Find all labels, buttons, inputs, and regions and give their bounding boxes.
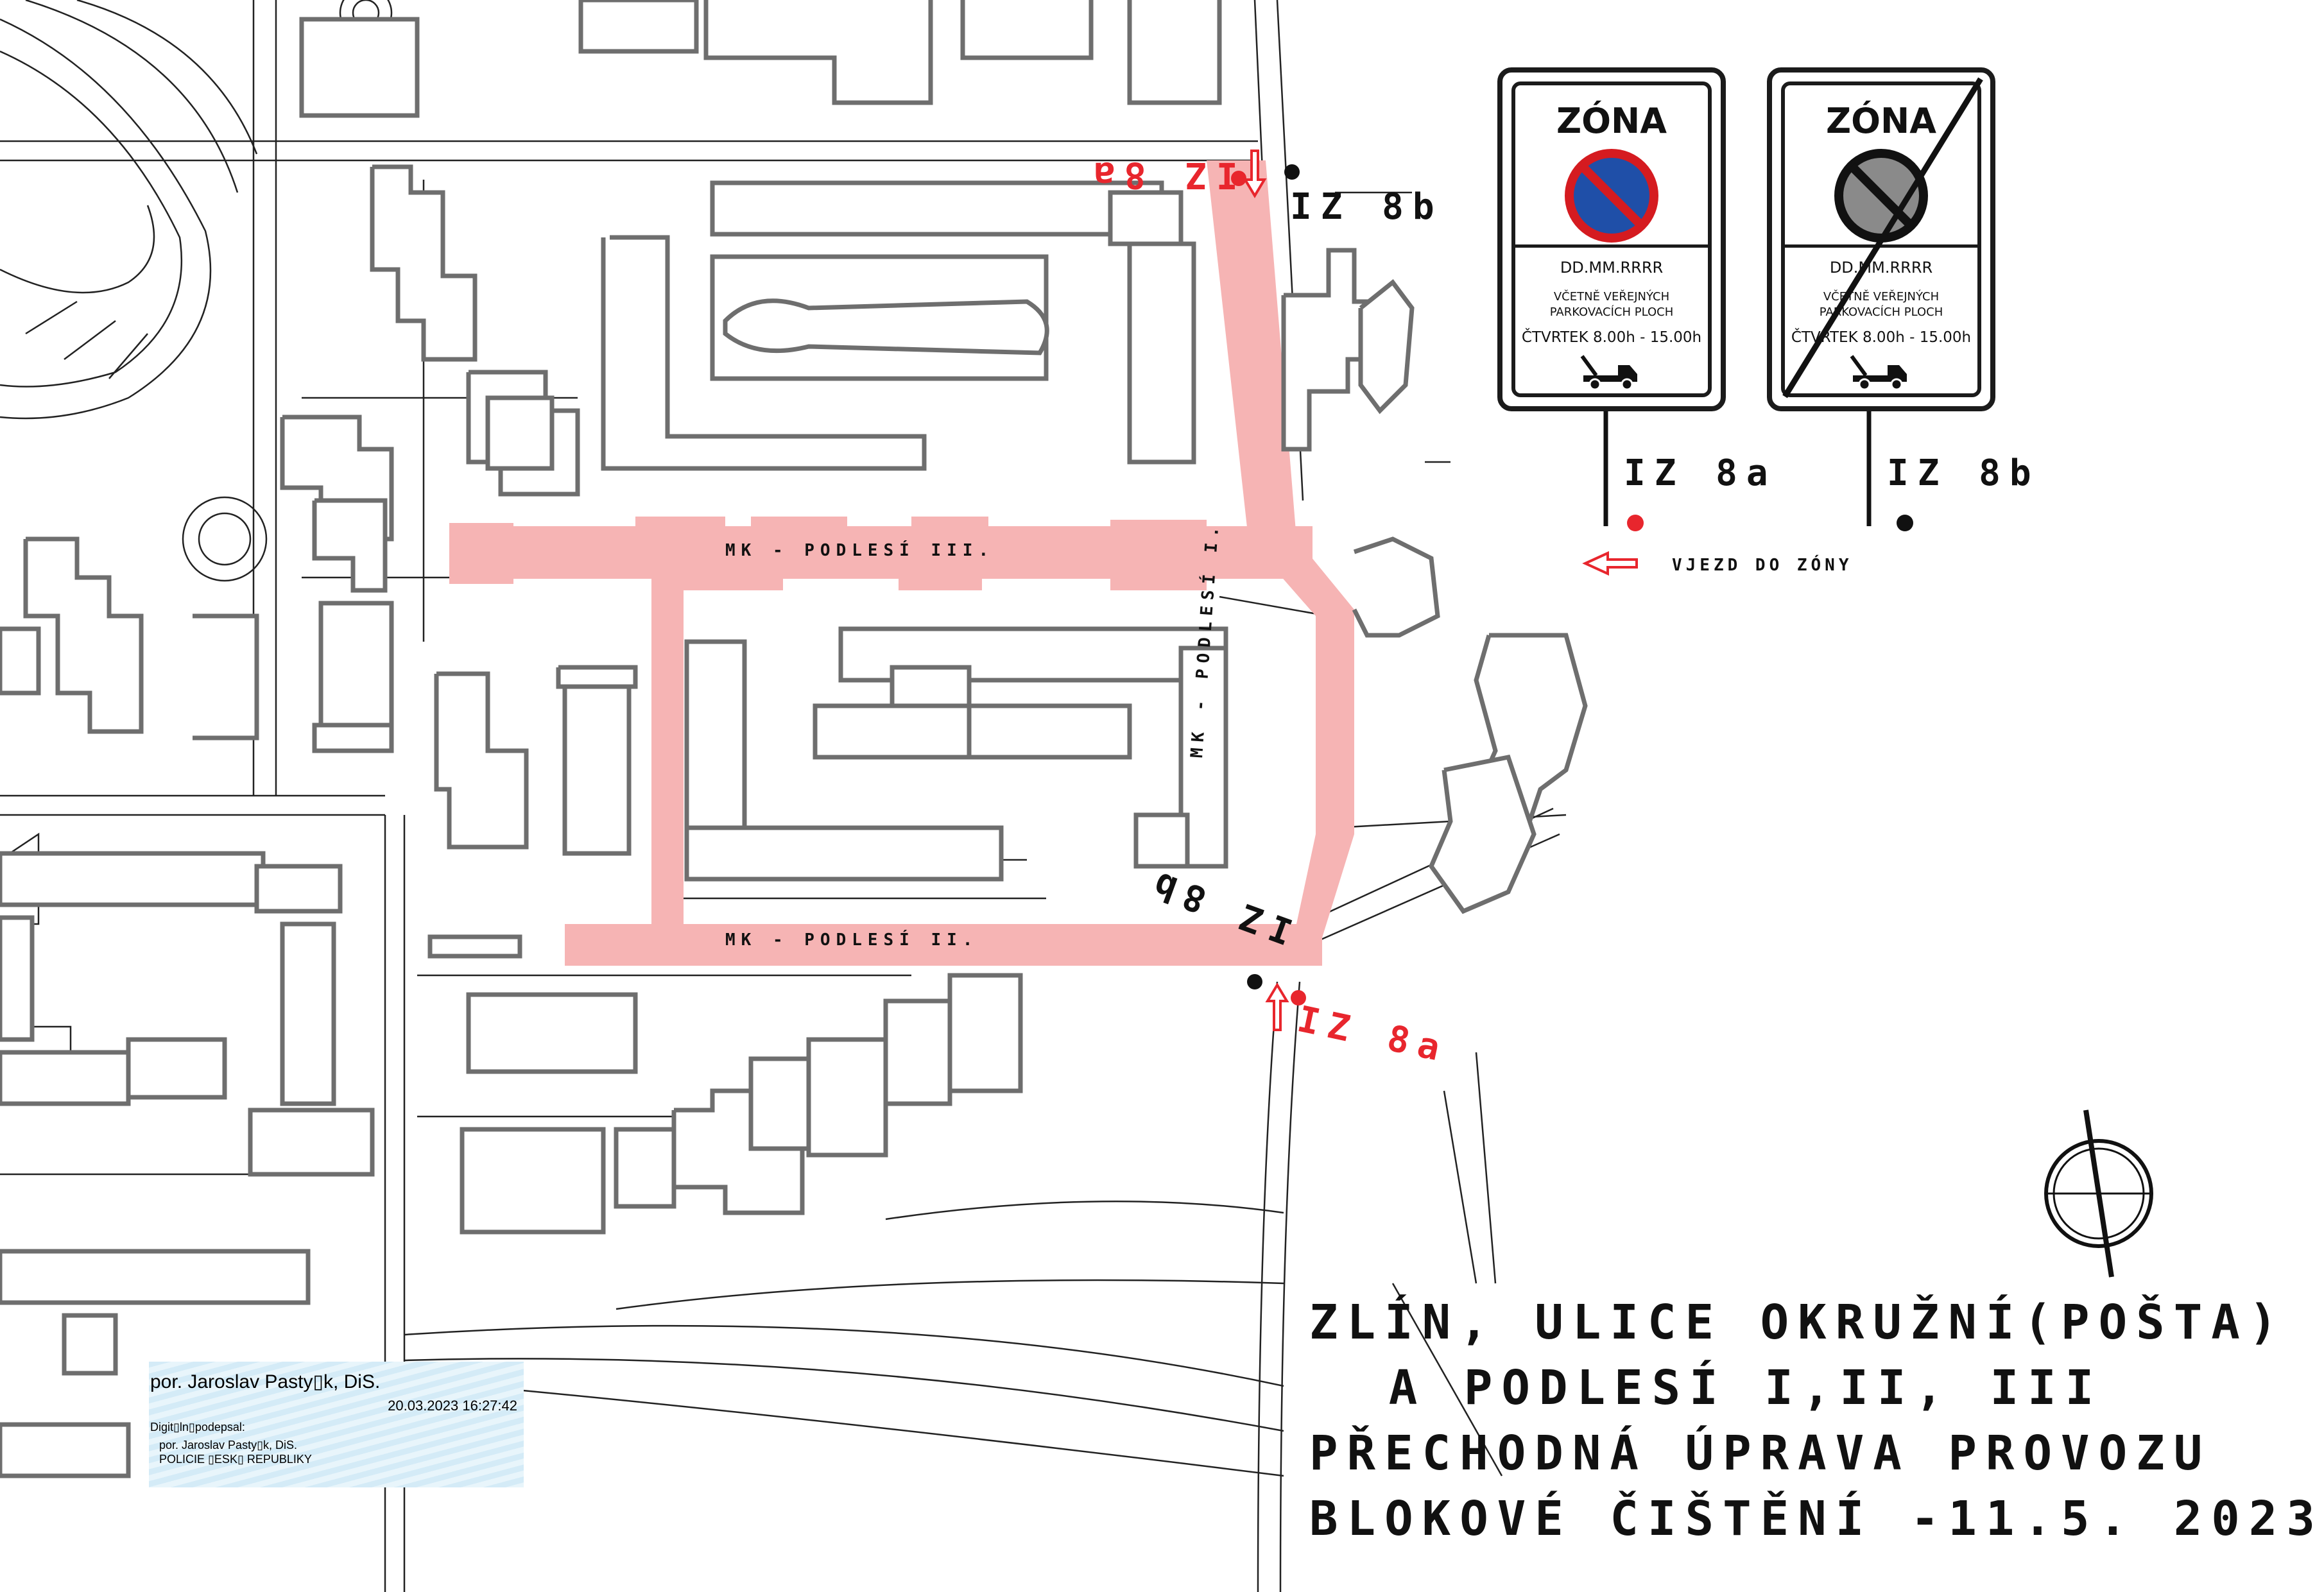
buildings — [0, 0, 1588, 1478]
no-parking-crossed-icon — [1834, 149, 1928, 243]
title-line-2: A PODLESÍ I,II, III — [1388, 1360, 2103, 1416]
north-arrow-icon — [2044, 1109, 2153, 1278]
stamp-name: por. Jaroslav Pasty▯k, DiS. — [150, 1371, 381, 1392]
sign-time: ČTVRTEK 8.00h - 15.00h — [1521, 329, 1702, 346]
entry-arrow-bottom-icon — [1265, 982, 1289, 1031]
sign-title: ZÓNA — [1825, 101, 1937, 141]
sign-marker-top-end — [1284, 164, 1300, 180]
sign-date: DD.MM.RRRR — [1829, 259, 1933, 277]
sign-posts — [1603, 404, 1913, 531]
sign-title: ZÓNA — [1556, 101, 1667, 141]
zone-area — [449, 160, 1354, 966]
entry-arrow-top-icon — [1243, 150, 1267, 198]
sign-marker-bottom-start — [1291, 990, 1306, 1006]
zone-start-sign: ZÓNA DD.MM.RRRR VČETNĚ VEŘEJNÝCH PARKOVA… — [1497, 67, 1726, 411]
stamp-datetime: 20.03.2023 16:27:42 — [388, 1398, 517, 1414]
street-label-podlesi-2: MK - PODLESÍ II. — [725, 930, 979, 950]
legend-entry-label: VJEZD DO ZÓNY — [1672, 556, 1853, 575]
end-of-zone-slash — [1782, 77, 1983, 398]
sign-code-end: IZ 8b — [1887, 452, 2040, 494]
stamp-label: Digit▯ln▯podepsal: — [150, 1421, 245, 1434]
sign-marker-top-start — [1231, 171, 1246, 186]
map-label-top-end: IZ 8b — [1290, 186, 1443, 228]
tow-truck-icon — [1850, 355, 1907, 391]
sign-including-2: PARKOVACÍCH PLOCH — [1819, 305, 1943, 319]
sign-including-1: VČETNĚ VEŘEJNÝCH — [1823, 290, 1940, 304]
sign-including-1: VČETNĚ VEŘEJNÝCH — [1553, 290, 1670, 304]
tow-truck-icon — [1580, 355, 1637, 391]
sign-marker-bottom-end — [1247, 974, 1262, 989]
no-parking-icon — [1565, 149, 1658, 243]
sign-date: DD.MM.RRRR — [1560, 259, 1664, 277]
title-line-1: ZLÍN, ULICE OKRUŽNÍ(POŠTA) — [1309, 1295, 2287, 1350]
sign-locations — [1231, 150, 1306, 1031]
stamp-signer: por. Jaroslav Pasty▯k, DiS. — [159, 1439, 297, 1451]
title-line-4: BLOKOVÉ ČIŠTĚNÍ -11.5. 2023 — [1309, 1491, 2324, 1546]
sign-code-start: IZ 8a — [1624, 452, 1777, 494]
zone-end-sign: ZÓNA DD.MM.RRRR VČETNĚ VEŘEJNÝCH PARKOVA… — [1767, 67, 1995, 411]
map-canvas — [0, 0, 2153, 1592]
map-label-top-start: IZ 8a — [1085, 154, 1238, 196]
title-line-3: PŘECHODNÁ ÚPRAVA PROVOZU — [1309, 1426, 2212, 1481]
legend-arrow-icon — [1582, 551, 1638, 576]
sign-including-2: PARKOVACÍCH PLOCH — [1549, 305, 1674, 319]
street-label-podlesi-3: MK - PODLESÍ III. — [725, 541, 995, 560]
stamp-org: POLICIE ▯ESK▯ REPUBLIKY — [159, 1453, 312, 1466]
digital-signature-stamp: por. Jaroslav Pasty▯k, DiS. 20.03.2023 1… — [149, 1362, 524, 1487]
